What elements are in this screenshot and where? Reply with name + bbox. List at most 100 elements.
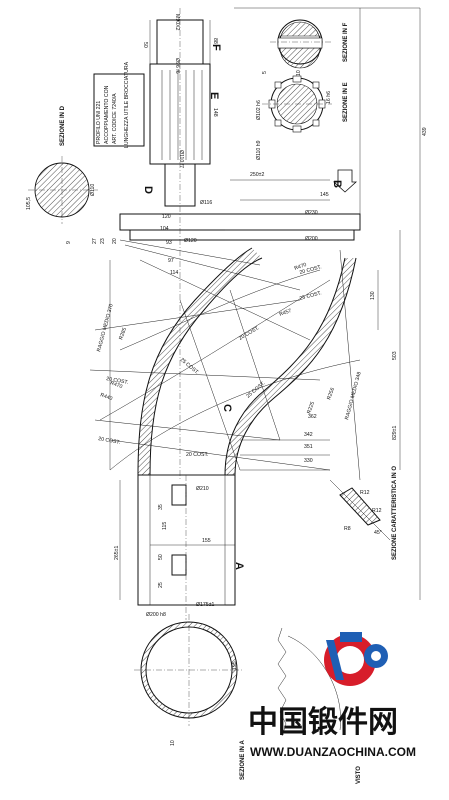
cost-20-a: 20 COST.: [299, 264, 322, 276]
dim-r12-b: R12: [372, 508, 382, 514]
cost-20-e: 20 COST.: [186, 452, 209, 458]
dim-9: 9: [66, 241, 72, 244]
section-o-title: SEZIONE CARATTERISTICA IN O: [392, 466, 398, 560]
dim-r8: R8: [344, 526, 351, 532]
left-small-labels: 27 23 20 120 104 93 97 114 50 35 25: [92, 214, 178, 588]
dim-r285: R285: [118, 327, 128, 341]
cost-20-d: 20 COST.: [98, 436, 121, 446]
dim-d175: Ø175±1: [196, 602, 215, 608]
section-letter-e: E: [208, 92, 220, 99]
lbl-120: 120: [162, 214, 171, 220]
lbl-25: 25: [158, 582, 164, 588]
section-d-view: SEZIONE IN D 105,5 9 Ø110: [26, 105, 98, 244]
dim-5: 5: [262, 71, 268, 74]
dim-503: 503: [392, 351, 398, 360]
dim-342: 342: [304, 432, 313, 438]
section-a-view: SEZIONE IN A 195 10: [134, 614, 246, 780]
dim-50-top: 50: [142, 42, 148, 48]
dim-829: 829±1: [392, 425, 398, 440]
dim-d102: Ø102 h6: [256, 100, 262, 120]
dim-195: 195: [232, 661, 238, 670]
dim-10-a: 10: [170, 740, 176, 746]
lbl-97: 97: [168, 258, 174, 264]
lbl-23: 23: [100, 238, 106, 244]
cost-25-b: 25 COST.: [179, 357, 200, 376]
section-f-view: SEZIONE IN F 5 10: [262, 19, 349, 76]
cost-20-c: 20 COST.: [106, 376, 129, 386]
dim-r256: R256: [326, 387, 336, 401]
top-shaft-labels: M90X2 Ø96 f6 Ø110 f7 50 88 148 F E D: [142, 14, 222, 194]
lbl-114: 114: [170, 270, 178, 276]
dim-r470-b: R470: [109, 380, 123, 390]
dim-r457: R457: [279, 308, 293, 318]
lbl-104: 104: [160, 226, 169, 232]
view-label: VISTO: [356, 766, 362, 784]
dim-raggio-348: RAGGIO MEDIO 348: [344, 371, 363, 420]
cost-20-b: 20 COST.: [238, 325, 260, 341]
lbl-35: 35: [158, 504, 164, 510]
section-letter-c: C: [221, 404, 233, 412]
section-o-view: SEZIONE CARATTERISTICA IN O R12 R12 R8 4…: [329, 466, 398, 560]
note-line1: PROFILO UNI 221: [96, 101, 102, 144]
section-letter-b: B: [331, 180, 343, 188]
section-letter-a: A: [233, 562, 245, 570]
dim-130: 130: [370, 291, 376, 300]
dim-d230: Ø230: [305, 210, 318, 216]
note-line3: ART. CODICE 7240/A: [112, 93, 118, 144]
lbl-50-mid: 50: [158, 554, 164, 560]
dim-d110b: Ø110 h9: [256, 140, 262, 160]
section-e-title: SEZIONE IN E: [343, 82, 349, 122]
watermark-chinese: 中国锻件网: [248, 705, 398, 740]
dim-d110-d: Ø110: [90, 184, 96, 196]
elbow-body: [119, 213, 361, 620]
top-shaft: [149, 8, 211, 480]
watermark: 中国锻件网 WWW.DUANZAOCHINA.COM: [248, 632, 416, 759]
lbl-27: 27: [92, 238, 98, 244]
dim-351: 351: [304, 444, 313, 450]
watermark-logo: [324, 632, 388, 686]
dim-r12-a: R12: [360, 490, 370, 496]
dim-r440: R440: [99, 392, 113, 402]
dim-r470-a: R470: [294, 262, 308, 272]
dim-155: 155: [202, 538, 211, 544]
dim-d16: 16 h6: [326, 91, 332, 104]
dim-250: 250±2: [250, 172, 265, 178]
dim-145: 145: [320, 192, 329, 198]
section-e-view: SEZIONE IN E Ø102 h6 Ø110 h9 16 h6: [256, 75, 349, 160]
right-dimensions: [119, 7, 421, 600]
dim-115: 115: [162, 522, 168, 530]
dim-45deg: 45°: [374, 530, 382, 536]
dim-148: 148: [212, 108, 218, 117]
spline-grooves: [161, 70, 203, 160]
dim-330: 330: [304, 458, 313, 464]
dim-d210: Ø210: [196, 486, 209, 492]
dim-10: 10: [296, 70, 302, 76]
section-letter-f: F: [210, 44, 222, 51]
dim-raggio-370: RAGGIO MEDIO 370: [96, 303, 115, 352]
lbl-20: 20: [112, 238, 118, 244]
section-a-title: SEZIONE IN A: [240, 740, 246, 780]
dim-d116: Ø116: [200, 200, 212, 206]
lbl-93: 93: [166, 240, 172, 246]
section-f-title: SEZIONE IN F: [343, 22, 349, 62]
dim-362: 362: [308, 414, 317, 420]
note-line4: LUNGHEZZA UTILE BROCCIATURA: [124, 61, 130, 148]
note-line2: ACCOPPIAMENTO CON: [104, 85, 110, 144]
dim-105: 105,5: [26, 197, 32, 210]
dim-439: 439: [422, 127, 428, 136]
note-box: PROFILO UNI 221 ACCOPPIAMENTO CON ART. C…: [93, 61, 145, 148]
dim-d120: Ø120: [184, 238, 197, 244]
dim-265: 265±1: [114, 545, 120, 560]
dim-r225: R225: [306, 401, 316, 415]
cost-25-a: 25 COST.: [299, 290, 322, 302]
dim-88: 88: [212, 38, 218, 44]
watermark-url: WWW.DUANZAOCHINA.COM: [250, 745, 416, 759]
arrow-b: [332, 169, 358, 193]
dim-d200h8: Ø200 h8: [146, 612, 166, 618]
dim-d110: Ø110 f7: [178, 150, 184, 168]
section-letter-d: D: [142, 186, 154, 194]
construction-lines: [89, 239, 361, 481]
section-d-title: SEZIONE IN D: [60, 105, 66, 146]
dim-d96: Ø96 f6: [174, 58, 180, 74]
